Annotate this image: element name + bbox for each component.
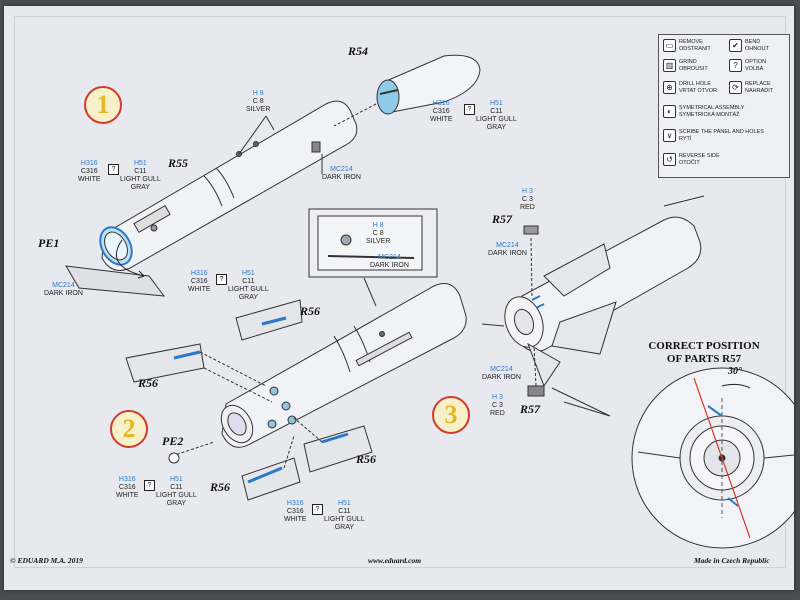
drill-hole-icon: ⊕ [663, 81, 676, 94]
correct-position-diagram [551, 367, 794, 549]
part-label-r54: R54 [348, 44, 369, 58]
color-callout-step3-iron: MC214 DARK IRON [482, 366, 521, 381]
color-callout-step3-red: H 3 C 3 RED [520, 188, 535, 211]
color-callout-step3-iron: MC214 DARK IRON [488, 242, 527, 257]
color-callout-step2-top-gray: H51 C11 LIGHT GULL GRAY [228, 270, 269, 301]
color-callout-step2-left-gray: H51 C11 LIGHT GULL GRAY [156, 476, 197, 507]
part-label-pe2: PE2 [162, 434, 184, 448]
color-callout-step1-gray: H51 C11 LIGHT GULL GRAY [120, 160, 161, 191]
step-number-3: 3 [432, 396, 470, 434]
color-callout-step2-bottom-gray: H51 C11 LIGHT GULL GRAY [324, 500, 365, 531]
color-callout-step2-bottom-white: H316 C316 WHITE [284, 500, 307, 523]
detail-inset [308, 208, 438, 307]
grind-icon: ▥ [663, 59, 676, 72]
step1-tank [65, 100, 358, 297]
option-icon: ? [464, 104, 475, 115]
sheet-border [14, 16, 786, 568]
step-number-2: 2 [110, 410, 148, 448]
assembly-drawing [65, 54, 794, 549]
reverse-side-icon: ↺ [663, 153, 676, 166]
color-callout-nose-gray: H51 C11 LIGHT GULL GRAY [476, 100, 517, 131]
part-label-r55: R55 [168, 156, 189, 170]
nose-cone-r54 [333, 54, 481, 127]
instruction-sheet: 1 2 3 R54 R55 PE1 R56 R56 R56 R56 PE2 R5… [4, 6, 794, 590]
scribe-icon: ∨ [663, 129, 676, 142]
color-callout-inset-iron: MC214 DARK IRON [370, 254, 409, 269]
color-callout-silver: H 8 C 8 SILVER [246, 90, 271, 113]
angle-label: 30° [728, 366, 742, 377]
symmetrical-assembly-icon: ◐ [663, 105, 676, 118]
replace-icon: ⟳ [729, 81, 742, 94]
part-label-r56: R56 [138, 376, 159, 390]
part-label-pe1: PE1 [38, 236, 60, 250]
color-callout-step1-iron: MC214 DARK IRON [322, 166, 361, 181]
option-icon: ? [108, 164, 119, 175]
color-callout-inset-silver: H 8 C 8 SILVER [366, 222, 391, 245]
option-icon: ? [144, 480, 155, 491]
color-callout-step3-red: H 3 C 3 RED [490, 394, 505, 417]
option-icon: ? [729, 59, 742, 72]
correct-position-title: CORRECT POSITION OF PARTS R57 [648, 340, 760, 365]
color-callout-step1-white: H316 C316 WHITE [78, 160, 101, 183]
part-label-r56: R56 [210, 480, 231, 494]
part-label-r56: R56 [356, 452, 377, 466]
website-footer: www.eduard.com [368, 556, 422, 565]
part-label-r56: R56 [300, 304, 321, 318]
copyright-footer: © EDUARD M.A. 2019 [10, 556, 83, 565]
step3-tank [481, 195, 705, 397]
color-callout-step2-top-white: H316 C316 WHITE [188, 270, 211, 293]
color-callout-step2-left-white: H316 C316 WHITE [116, 476, 139, 499]
option-icon: ? [312, 504, 323, 515]
made-in-footer: Made in Czech Republic [694, 556, 770, 565]
color-callout-pe1-iron: MC214 DARK IRON [44, 282, 83, 297]
bend-icon: ✔ [729, 39, 742, 52]
step2-tank [168, 283, 467, 464]
part-label-r57: R57 [492, 212, 513, 226]
step-number-1: 1 [84, 86, 122, 124]
part-label-r57: R57 [520, 402, 541, 416]
r56-plates [125, 299, 373, 501]
color-callout-nose-white: H316 C316 WHITE [430, 100, 453, 123]
remove-icon: ▭ [663, 39, 676, 52]
option-icon: ? [216, 274, 227, 285]
